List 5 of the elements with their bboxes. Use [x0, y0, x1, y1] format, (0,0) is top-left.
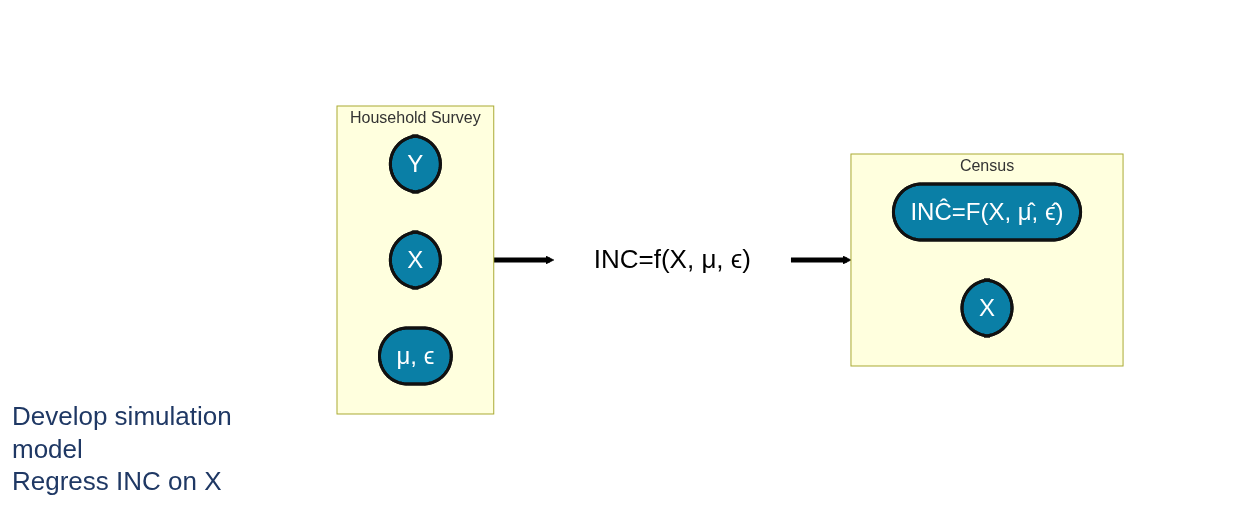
- note-text: Develop simulation model: [12, 400, 232, 465]
- arrow: [790, 255, 852, 265]
- arrow: [493, 255, 555, 265]
- node-text: INC=f(X, μ, ϵ): [593, 244, 751, 275]
- note-text: Regress INC on X: [12, 465, 222, 498]
